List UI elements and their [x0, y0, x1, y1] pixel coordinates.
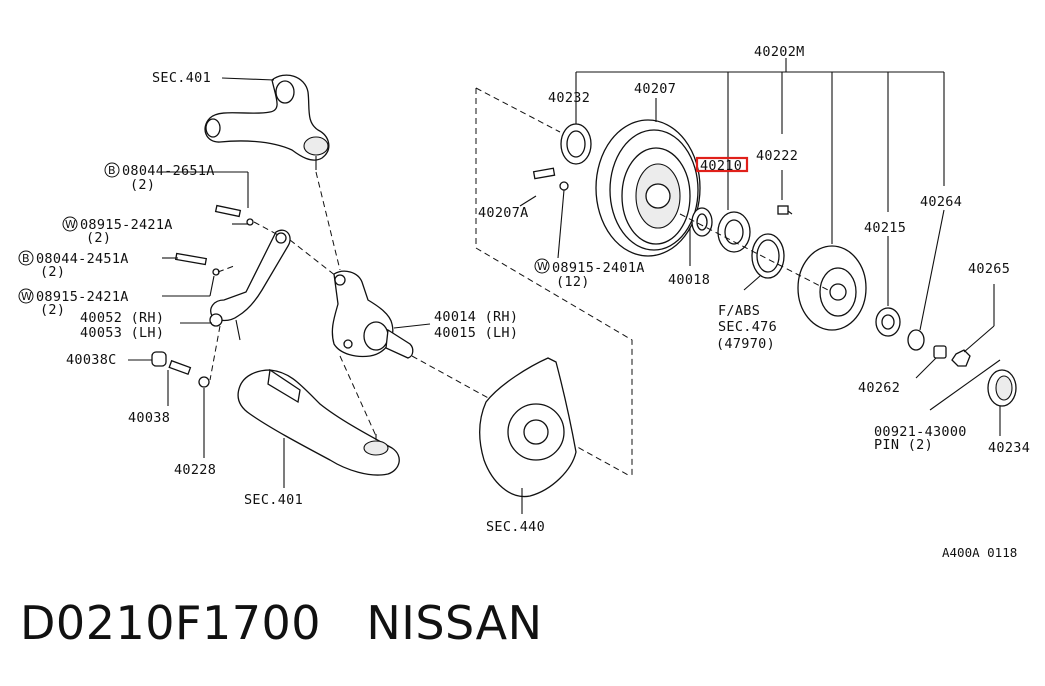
w-mark-text: W [21, 290, 32, 303]
disc-rotor [595, 119, 701, 257]
label-08915-2421a: 08915-2421A [36, 289, 129, 305]
label-pin: PIN (2) [874, 437, 933, 453]
part-labels: SEC.401 08044-2651A (2) 08915-2421A (2) … [36, 44, 1030, 560]
label-40215: 40215 [864, 220, 906, 236]
label-40207: 40207 [634, 81, 676, 97]
w-mark-icon [62, 216, 78, 232]
b-mark-text: B [22, 252, 30, 265]
label-ref-code: A400A 0118 [942, 545, 1017, 560]
part-number-caption: D0210F1700 NISSAN [20, 596, 543, 650]
label-40264: 40264 [920, 194, 962, 210]
label-sec401-bottom: SEC.401 [244, 492, 303, 508]
highlight-box [695, 156, 749, 173]
steering-knuckle [331, 270, 414, 359]
circled-markers: B W B W W [18, 162, 550, 304]
label-fabs: F/ABS [718, 303, 760, 319]
small-fasteners-left [151, 204, 254, 388]
label-00921-43000: 00921-43000 [874, 424, 967, 440]
label-40207a: 40207A [478, 205, 529, 221]
label-40228: 40228 [174, 462, 216, 478]
label-40234: 40234 [988, 440, 1030, 456]
bearings [691, 207, 785, 279]
dashed-guide-right [679, 213, 829, 291]
w-mark-text: W [537, 260, 548, 273]
label-08044-2451a: 08044-2451A [36, 251, 129, 267]
label-qty: (2) [40, 264, 65, 280]
leader-lines [128, 58, 1001, 514]
wheel-hub [777, 205, 867, 331]
label-40018: 40018 [668, 272, 710, 288]
label-qty: (2) [86, 230, 111, 246]
label-40015: 40015 (LH) [434, 325, 518, 341]
rotor-fasteners [532, 167, 569, 191]
label-qty: (2) [40, 302, 65, 318]
grease-seal [560, 123, 592, 165]
label-40210: 40210 [700, 158, 742, 174]
label-40222: 40222 [756, 148, 798, 164]
label-40052: 40052 (RH) [80, 310, 164, 326]
label-sec401-top: SEC.401 [152, 70, 211, 86]
upper-control-arm [204, 74, 330, 170]
w-mark-icon [18, 288, 34, 304]
w-mark-text: W [65, 218, 76, 231]
b-mark-icon [18, 250, 34, 266]
knuckle-arm [209, 229, 291, 341]
label-qty: (12) [556, 274, 590, 290]
label-40014: 40014 (RH) [434, 309, 518, 325]
label-sec476: SEC.476 [718, 319, 777, 335]
label-40202m: 40202M [754, 44, 805, 60]
label-40053: 40053 (LH) [80, 325, 164, 341]
label-sec440: SEC.440 [486, 519, 545, 535]
label-40038: 40038 [128, 410, 170, 426]
label-08915-2401a: 08915-2401A [552, 260, 645, 276]
label-40265: 40265 [968, 261, 1010, 277]
b-mark-text: B [108, 164, 116, 177]
label-40232: 40232 [548, 90, 590, 106]
label-08044-2651a: 08044-2651A [122, 163, 215, 179]
dashed-box [475, 87, 633, 478]
w-mark-icon [534, 258, 550, 274]
label-40262: 40262 [858, 380, 900, 396]
outer-small-parts [875, 307, 1017, 407]
label-40038c: 40038C [66, 352, 117, 368]
label-qty: (2) [130, 177, 155, 193]
lower-control-arm [237, 368, 400, 476]
label-08915-2421a: 08915-2421A [80, 217, 173, 233]
b-mark-icon [104, 162, 120, 178]
dust-shield [479, 357, 577, 498]
label-47970: (47970) [716, 336, 775, 352]
